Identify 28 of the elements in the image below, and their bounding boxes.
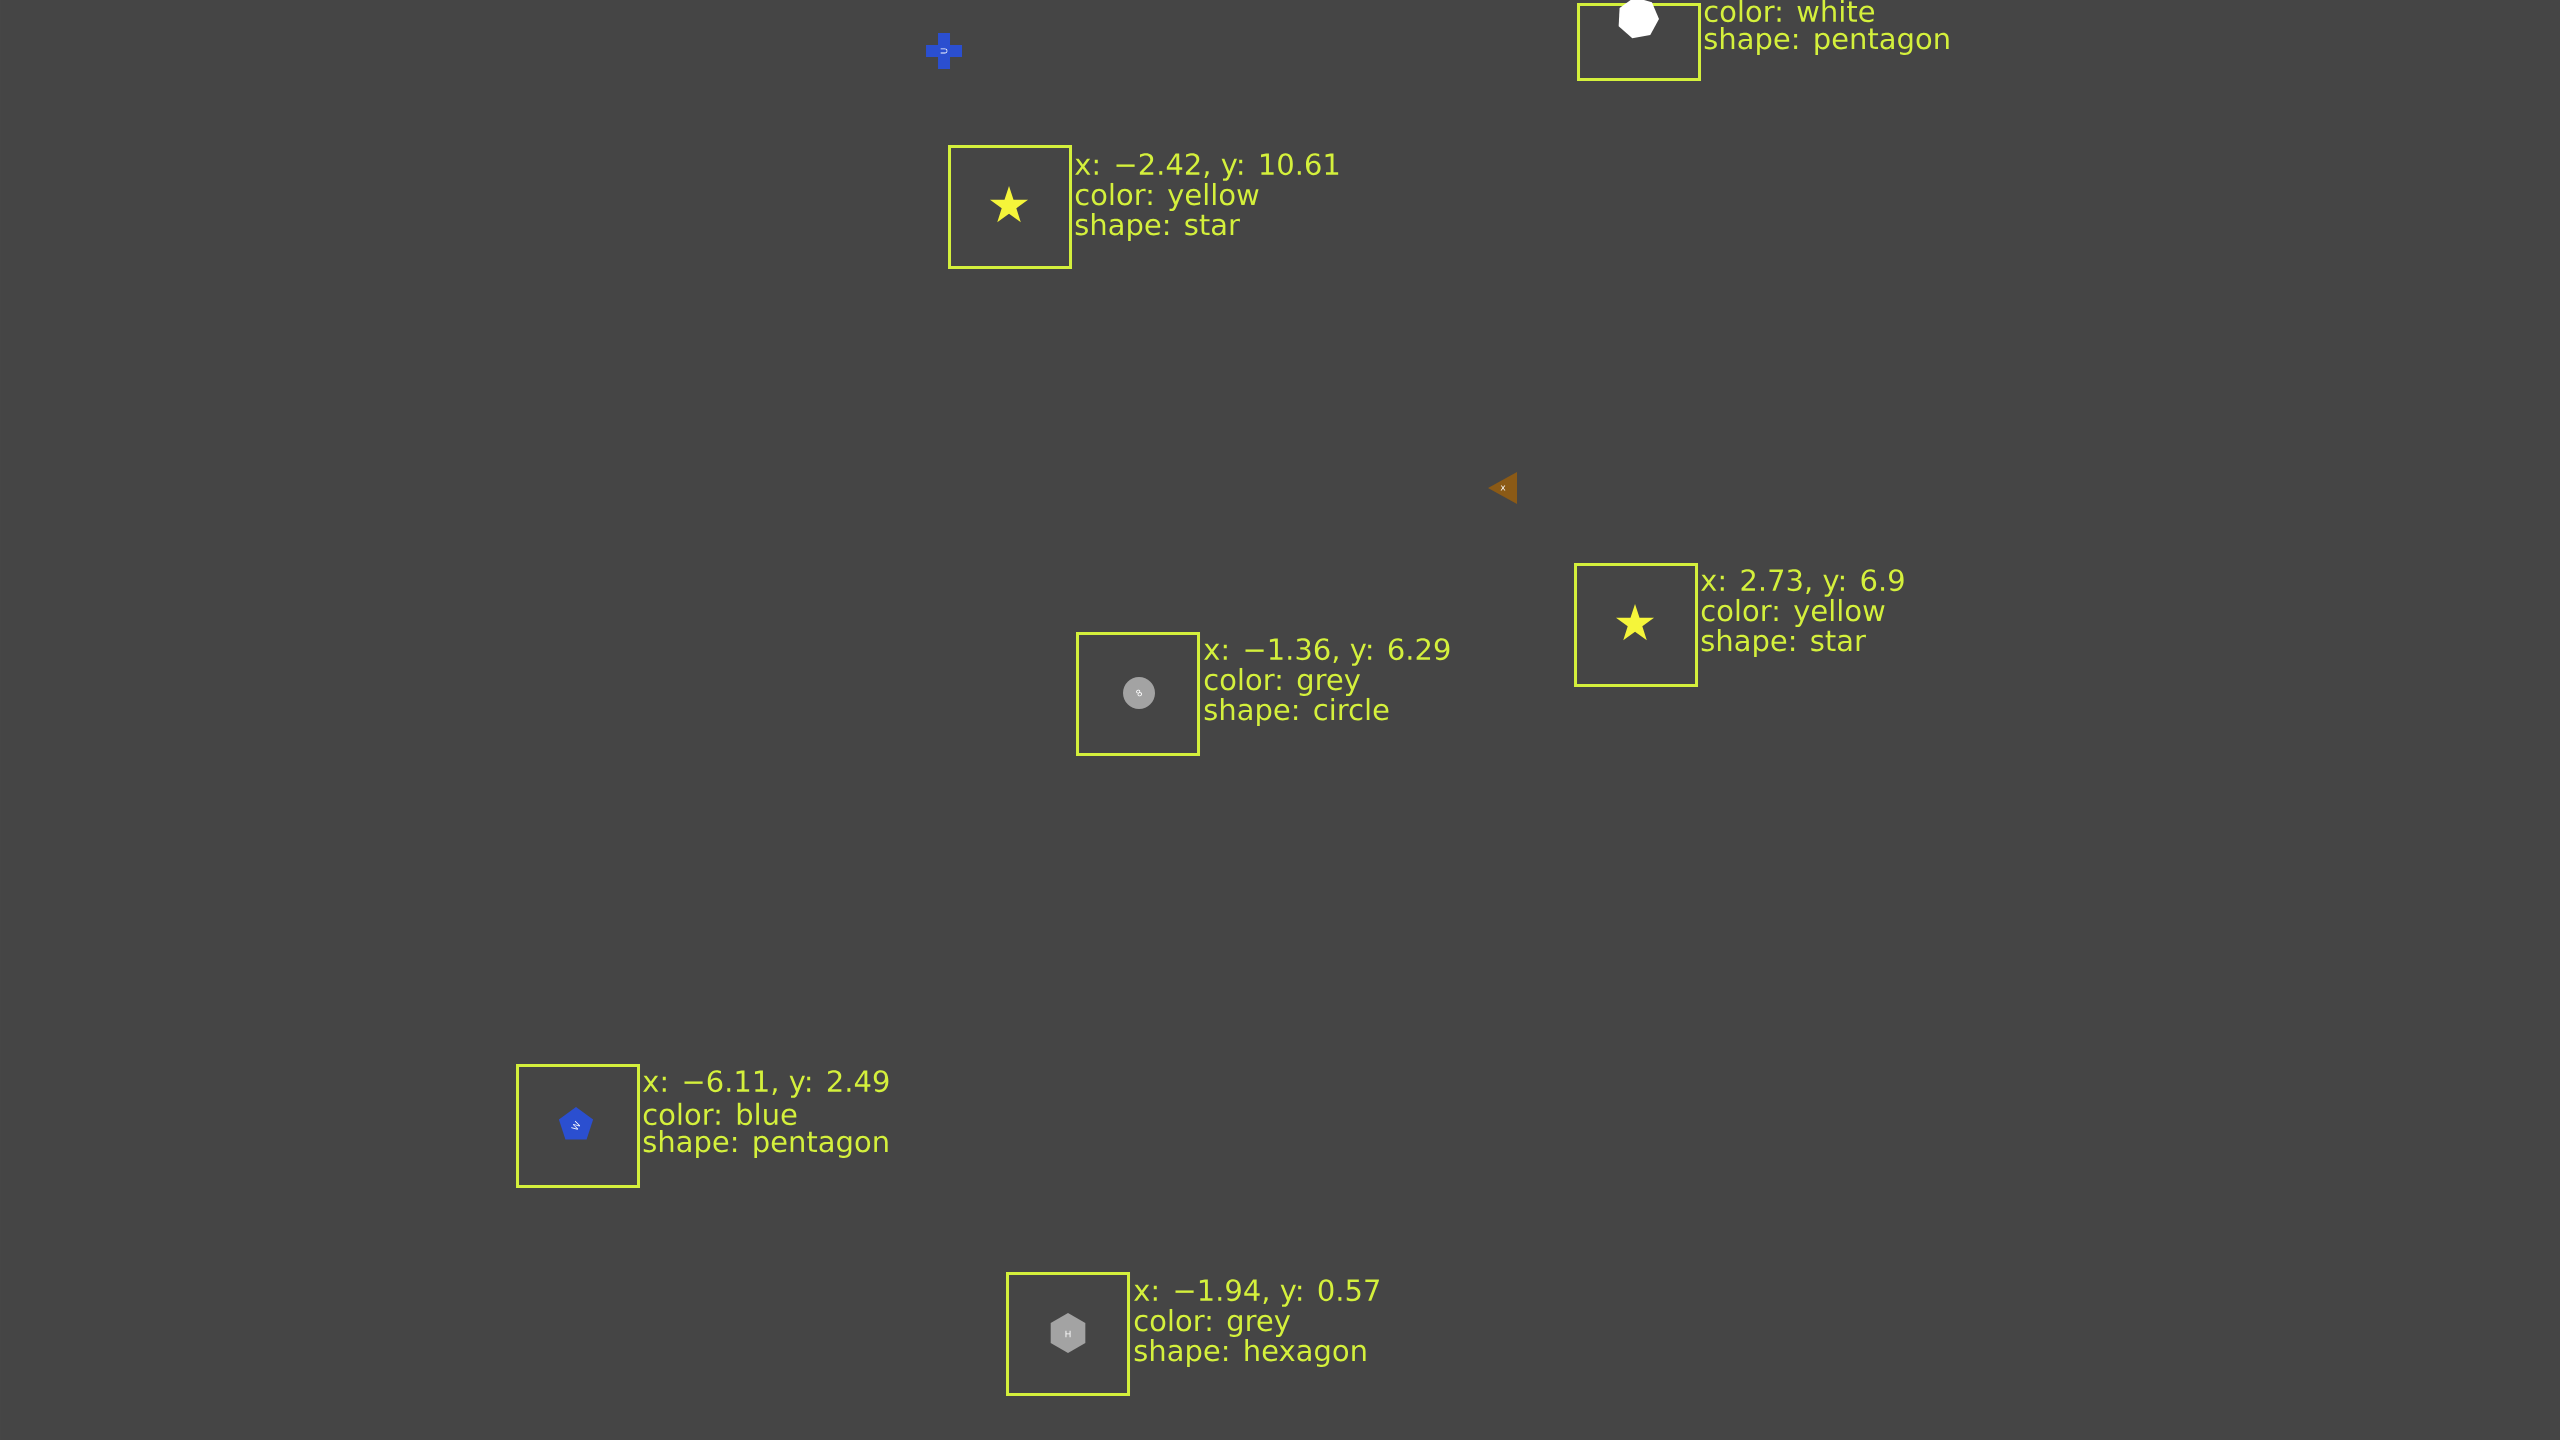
glyph-label: H xyxy=(1065,1330,1071,1338)
annotation-text: color: grey xyxy=(1204,667,1361,696)
annotation-text: color: yellow xyxy=(1075,182,1259,211)
annotation-text: x: −2.42, y: 10.61 xyxy=(1075,153,1339,181)
glyph-label: x xyxy=(1500,485,1506,491)
annotation-text: x: −1.94, y: 0.57 xyxy=(1134,1279,1379,1307)
glyph-label: U xyxy=(940,48,948,54)
detection-box xyxy=(1006,1272,1130,1396)
annotation-text: shape: pentagon xyxy=(1704,26,1949,55)
annotation-text: x: −1.36, y: 6.29 xyxy=(1204,638,1450,666)
annotation-text: shape: star xyxy=(1075,212,1240,241)
detection-box xyxy=(1574,563,1698,687)
annotation-text: shape: circle xyxy=(1204,697,1389,726)
detection-box xyxy=(516,1064,640,1188)
annotation-text: shape: pentagon xyxy=(643,1129,888,1158)
annotation-text: color: white xyxy=(1704,0,1874,23)
annotation-text: shape: hexagon xyxy=(1134,1338,1366,1367)
glyph-label: 8 xyxy=(1136,689,1142,697)
annotation-text: x: −6.11, y: 2.49 xyxy=(643,1070,889,1098)
detection-box xyxy=(1577,0,1701,81)
annotation-text: color: blue xyxy=(643,1102,797,1126)
glyph-label: W xyxy=(571,1120,581,1130)
detection-box xyxy=(1076,632,1200,756)
detection-box xyxy=(948,145,1072,269)
annotation-text: x: 2.73, y: 6.9 xyxy=(1701,569,1904,597)
annotation-text: color: yellow xyxy=(1701,598,1885,627)
annotation-text: shape: star xyxy=(1701,628,1866,657)
annotation-text: color: grey xyxy=(1134,1308,1291,1337)
